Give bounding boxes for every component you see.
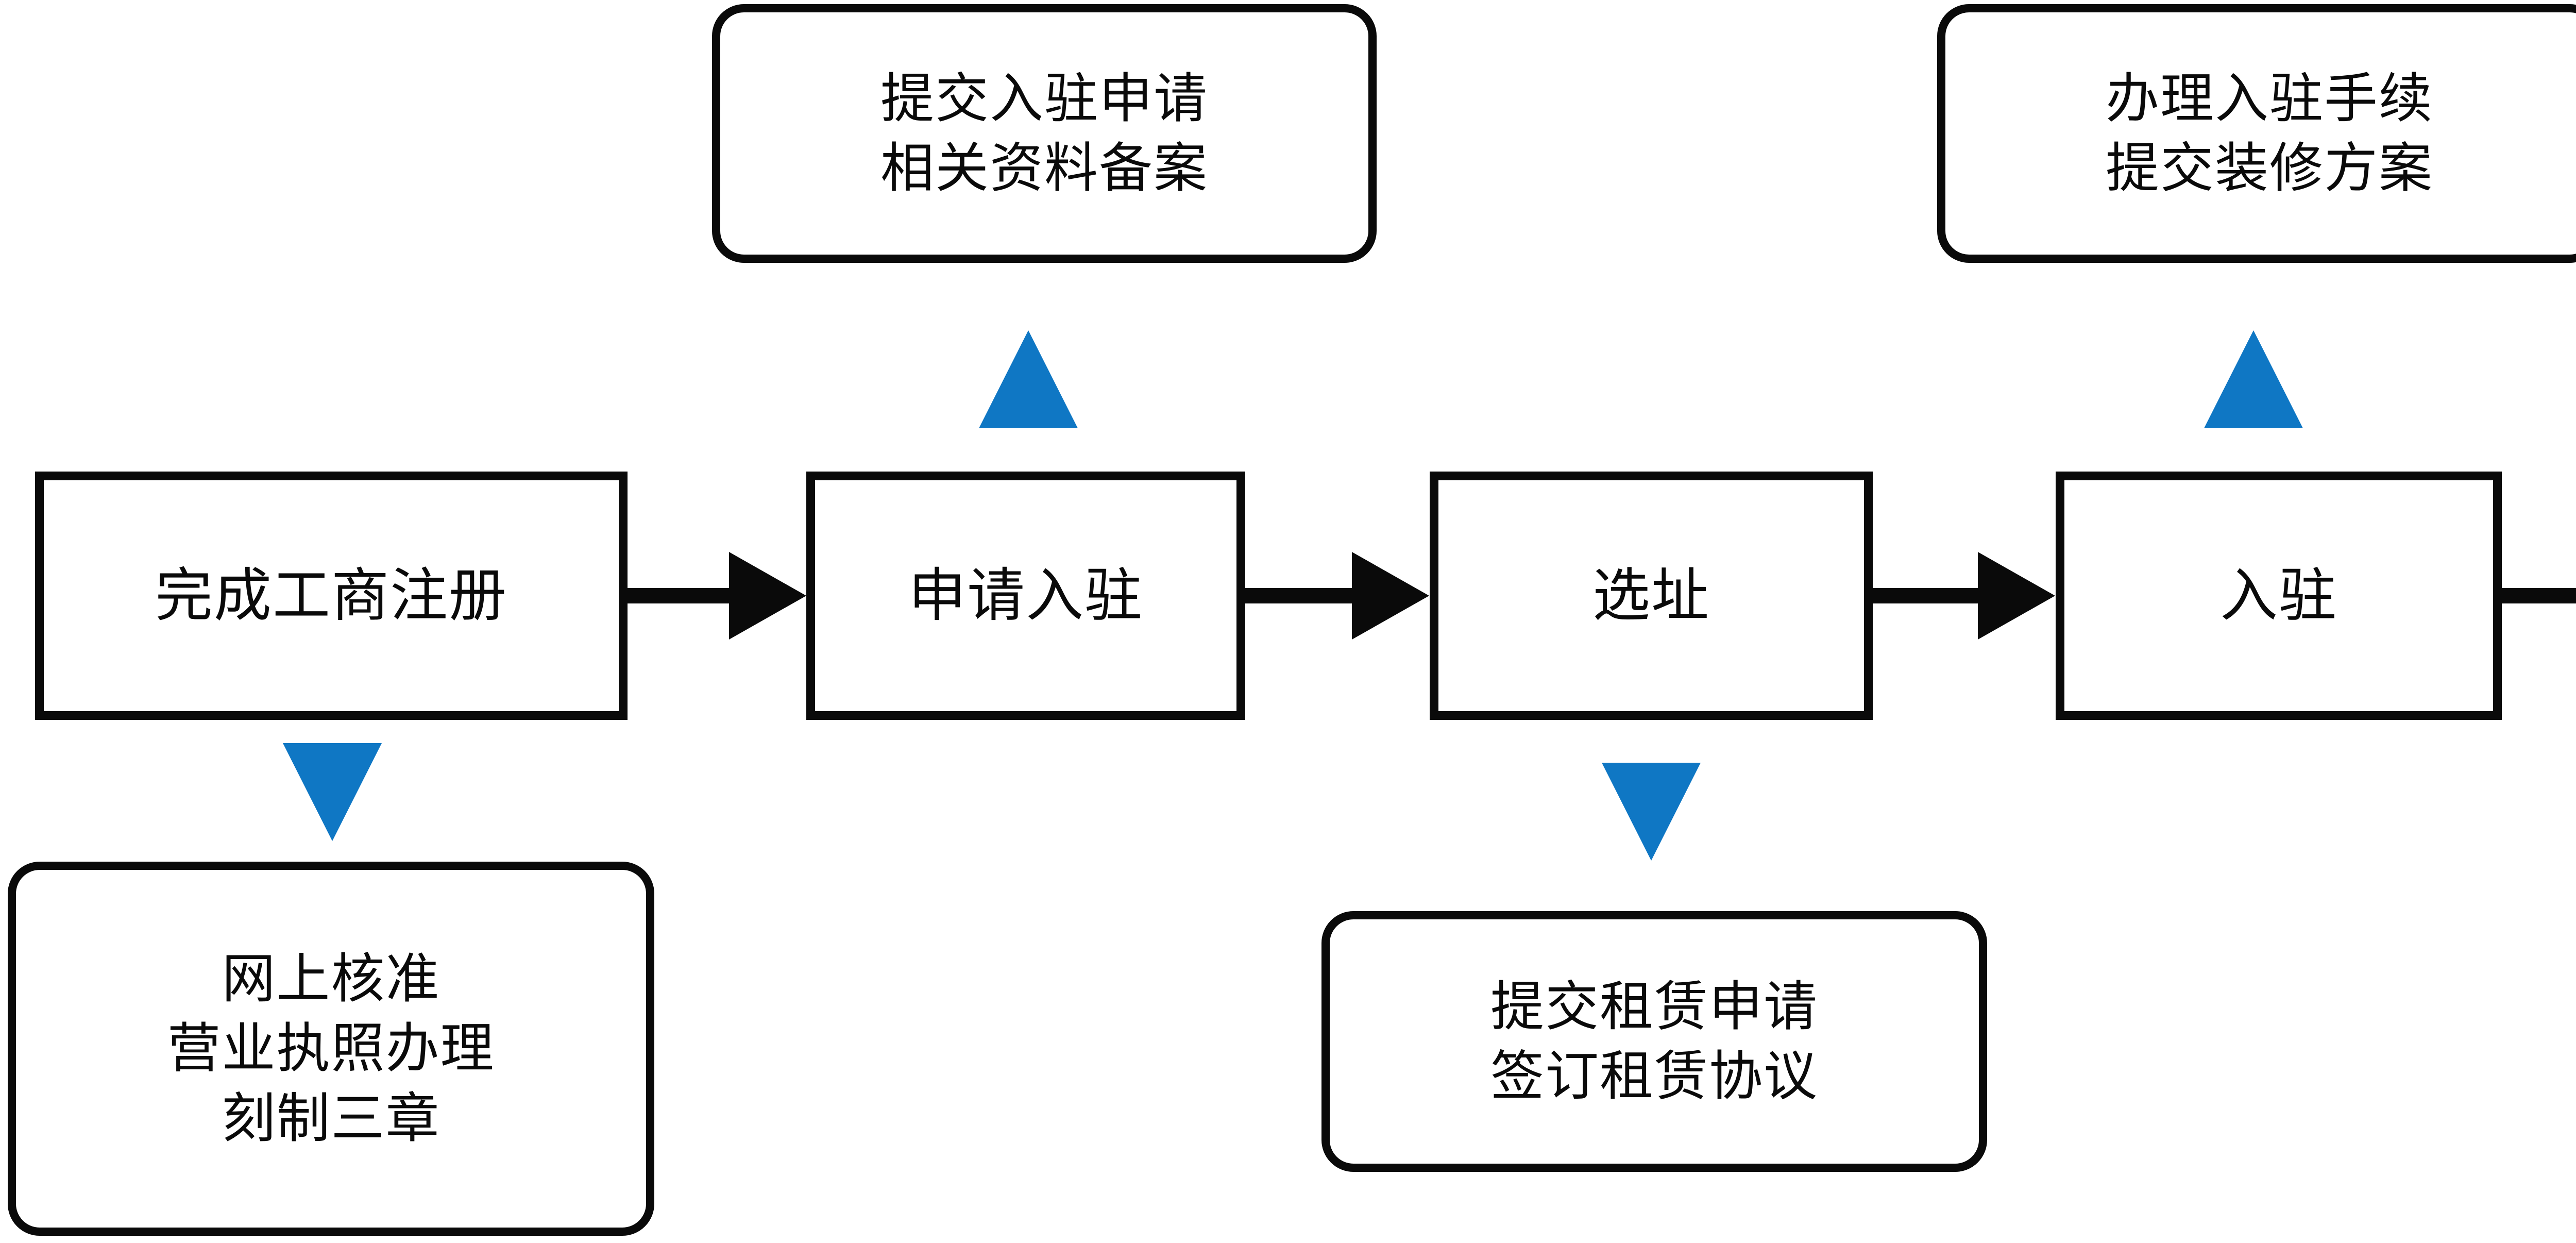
annotation-line: 相关资料备案 [880, 137, 1208, 199]
blue-up-arrow-marker-2 [2204, 330, 2303, 428]
process-step-label: 申请入驻 [908, 562, 1143, 629]
annotation-line: 营业执照办理 [167, 1017, 495, 1080]
connector-shaft [2502, 588, 2576, 603]
process-step-2[interactable]: 申请入驻 [806, 472, 1245, 720]
annotation-note-top-1[interactable]: 提交入驻申请 相关资料备案 [712, 4, 1377, 263]
process-step-label: 入驻 [2220, 562, 2337, 629]
connector-shaft [628, 588, 731, 603]
process-step-1[interactable]: 完成工商注册 [35, 472, 628, 720]
process-step-4[interactable]: 入驻 [2056, 472, 2502, 720]
blue-up-arrow-marker-1 [979, 330, 1078, 428]
annotation-note-bottom-1[interactable]: 网上核准 营业执照办理 刻制三章 [8, 862, 654, 1236]
process-step-label: 选址 [1592, 562, 1710, 629]
annotation-line: 刻制三章 [222, 1086, 440, 1150]
annotation-line: 办理入驻手续 [2105, 66, 2433, 130]
arrowhead-right-icon [1352, 552, 1429, 640]
arrowhead-right-icon [1978, 552, 2055, 640]
annotation-line: 提交入驻申请 [880, 66, 1208, 130]
annotation-note-bottom-2[interactable]: 提交租赁申请 签订租赁协议 [1321, 911, 1987, 1172]
blue-down-arrow-marker-1 [283, 743, 382, 841]
blue-down-arrow-marker-2 [1602, 763, 1701, 861]
annotation-line: 提交租赁申请 [1490, 975, 1818, 1038]
annotation-note-top-2[interactable]: 办理入驻手续 提交装修方案 [1937, 4, 2576, 263]
annotation-line: 网上核准 [222, 947, 440, 1011]
process-step-3[interactable]: 选址 [1430, 472, 1873, 720]
process-step-label: 完成工商注册 [155, 562, 507, 629]
annotation-line: 签订租赁协议 [1490, 1045, 1818, 1107]
connector-shaft [1245, 588, 1353, 603]
annotation-line: 提交装修方案 [2105, 137, 2433, 199]
arrowhead-right-icon [729, 552, 806, 640]
connector-shaft [1873, 588, 1979, 603]
